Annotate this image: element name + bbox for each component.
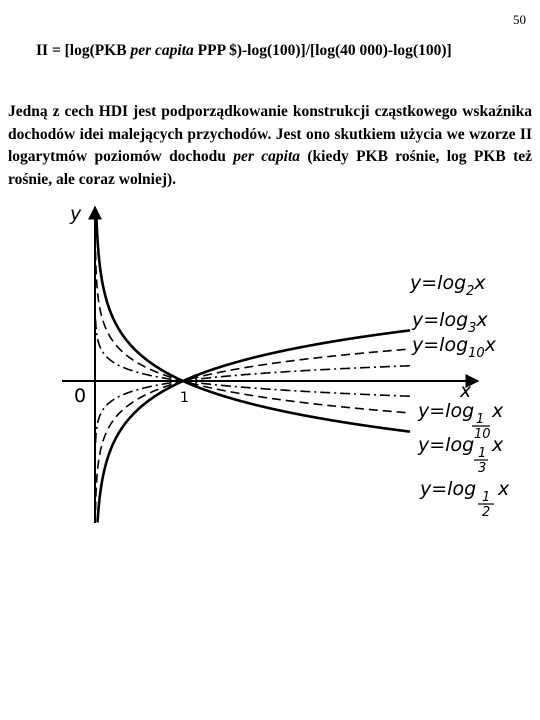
label-log10-base: 10 (468, 346, 485, 361)
curve-log1-2 (95, 219, 411, 433)
curve-log3 (94, 348, 411, 511)
label-log10: y=log10x (411, 334, 497, 361)
label-log1-2: y=log 1 2 x (419, 478, 510, 520)
svg-text:y=log3x: y=log3x (411, 309, 488, 336)
label-log1-10-num: 1 (476, 412, 484, 427)
logarithm-graph: y x 0 1 y=log2x y=log3x y=log10x y=log 1… (62, 203, 510, 523)
label-log2-base: 2 (466, 284, 474, 299)
label-log1-10: y=log 1 10 x (417, 400, 504, 442)
label-log2: y=log2x (409, 272, 486, 299)
y-axis-label: y (69, 203, 82, 225)
page-number: 50 (513, 12, 526, 27)
formula: II = [log(PKB per capita PPP $)-log(100)… (36, 42, 516, 60)
label-log1-3-eq: y=log (417, 434, 474, 456)
label-log1-3: y=log 1 3 x (417, 434, 504, 476)
formula-suffix: PPP $)-log(100)]/[log(40 000)-log(100)] (193, 42, 452, 59)
svg-text:y=log2x: y=log2x (409, 272, 486, 299)
label-log2-eq: y=log (409, 272, 466, 294)
one-label: 1 (180, 390, 189, 406)
label-log1-2-num: 1 (482, 490, 490, 505)
label-log10-var: x (484, 334, 497, 356)
curves-group (94, 219, 411, 523)
paragraph-part1: Jedną z cech HDI jest podporządkowanie k… (8, 103, 532, 165)
label-log1-10-eq: y=log (417, 400, 474, 422)
label-log3: y=log3x (411, 309, 488, 336)
x-axis-label: x (459, 380, 472, 402)
formula-italic: per capita (130, 42, 194, 59)
paragraph-italic: per capita (233, 148, 301, 165)
label-log1-2-eq: y=log (419, 478, 476, 500)
label-log1-10-den: 10 (474, 427, 491, 442)
label-log1-10-var: x (491, 400, 504, 422)
label-log3-base: 3 (468, 321, 476, 336)
curve-log1-10 (94, 319, 410, 397)
label-log1-2-var: x (497, 478, 510, 500)
label-log3-eq: y=log (411, 309, 468, 331)
label-log1-3-var: x (491, 434, 504, 456)
origin-label: 0 (74, 385, 86, 407)
label-log2-var: x (473, 272, 486, 294)
label-log1-3-den: 3 (478, 461, 486, 476)
label-log1-2-den: 2 (482, 505, 490, 520)
curve-log2 (96, 329, 411, 523)
label-log1-3-num: 1 (478, 446, 486, 461)
body-paragraph: Jedną z cech HDI jest podporządkowanie k… (8, 101, 532, 191)
svg-text:y=log10x: y=log10x (411, 334, 497, 361)
formula-prefix: II = [log(PKB (36, 42, 131, 59)
curve-log1-3 (94, 251, 411, 414)
label-log10-eq: y=log (411, 334, 468, 356)
curve-log10 (94, 365, 410, 443)
label-log3-var: x (475, 309, 488, 331)
paragraph-part2: (kiedy PKB rośnie, log PKB też rośnie, a… (8, 148, 533, 188)
